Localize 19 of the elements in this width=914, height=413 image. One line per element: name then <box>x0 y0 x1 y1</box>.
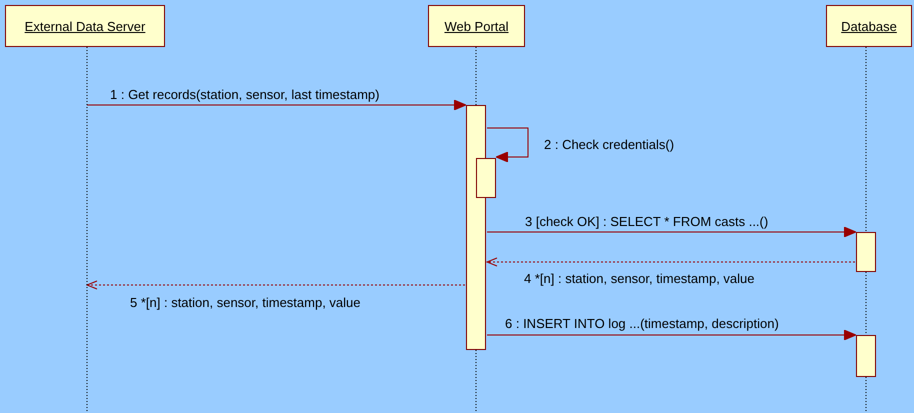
activation-bar <box>856 335 876 377</box>
message-arrow <box>486 128 528 162</box>
message-arrow <box>486 226 856 238</box>
message-label: 5 *[n] : station, sensor, timestamp, value <box>128 295 363 310</box>
message-label: 1 : Get records(station, sensor, last timestamp) <box>108 87 382 102</box>
message-label: 3 [check OK] : SELECT * FROM casts ...() <box>523 214 770 229</box>
message-arrow <box>86 280 466 290</box>
message-arrow <box>86 100 466 110</box>
activation-bar <box>856 232 876 272</box>
participant-box: External Data Server <box>5 5 165 47</box>
message-label: 4 *[n] : station, sensor, timestamp, value <box>522 271 757 286</box>
activation-bar <box>476 158 496 198</box>
activation-bar <box>466 105 486 350</box>
message-label: 2 : Check credentials() <box>542 137 676 152</box>
participant-box: Web Portal <box>428 5 525 47</box>
message-arrow <box>486 258 856 266</box>
participant-box: Database <box>826 5 912 47</box>
message-arrow <box>486 330 856 340</box>
message-label: 6 : INSERT INTO log ...(timestamp, description) <box>503 316 781 331</box>
